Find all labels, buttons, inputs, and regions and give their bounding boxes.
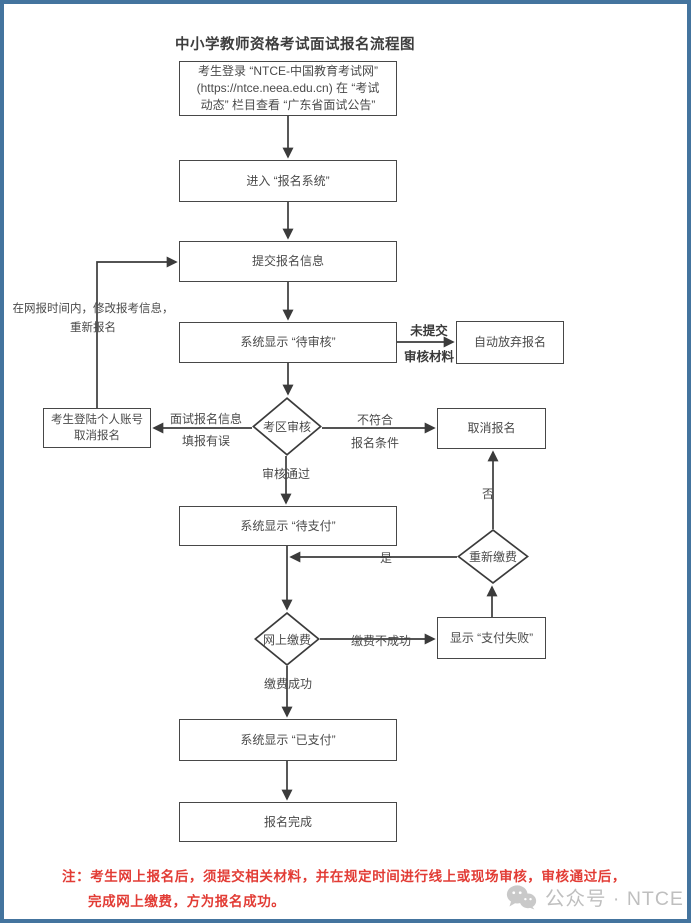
watermark: 公众号 · NTCE: [506, 882, 684, 911]
edge-label-payment-unsuccessful: 缴费不成功: [351, 634, 412, 648]
node-enter-system: 进入 “报名系统”: [179, 160, 397, 202]
node-pending-review: 系统显示 “待审核”: [179, 322, 397, 363]
node-pending-payment: 系统显示 “待支付”: [179, 506, 397, 546]
node-payment-failed: 显示 “支付失败”: [437, 617, 546, 659]
edge-label-not-submitted: 未提交 审核材料: [403, 324, 454, 364]
decision-repay: 重新缴费: [457, 529, 529, 584]
edge-label-yes: 是: [380, 551, 393, 565]
node-paid: 系统显示 “已支付”: [179, 719, 397, 761]
watermark-text: 公众号 · NTCE: [545, 888, 684, 910]
decision-online-payment: 网上缴费: [254, 612, 320, 666]
node-login-notice: 考生登录 “NTCE-中国教育考试网” (https://ntce.neea.e…: [179, 61, 397, 116]
node-login-cancel: 考生登陆个人账号 取消报名: [43, 408, 151, 448]
edge-label-review-pass: 审核通过: [262, 467, 311, 481]
node-registration-complete: 报名完成: [179, 802, 397, 842]
edge-label-info-error: 面试报名信息 填报有误: [169, 412, 242, 448]
flow-connectors: [96, 116, 499, 801]
edge-label-not-qualified: 不符合 报名条件: [350, 413, 399, 450]
node-submit-info: 提交报名信息: [179, 241, 397, 282]
decision-label: 网上缴费: [262, 632, 311, 647]
decision-label: 重新缴费: [468, 550, 517, 564]
decision-label: 考区审核: [262, 420, 311, 434]
diamond-shape: [252, 397, 322, 456]
decision-district-review: 考区审核: [252, 397, 322, 456]
footnote-line-1: 注：考生网上报名后，须提交相关材料，并在规定时间进行线上或现场审核，审核通过后，: [62, 869, 626, 884]
edge-label-payment-success: 缴费成功: [264, 677, 313, 691]
footnote-line-2: 完成网上缴费，方为报名成功。: [88, 894, 286, 909]
node-auto-abandon: 自动放弃报名: [456, 321, 564, 364]
diamond-shape: [254, 612, 320, 666]
page-title: 中小学教师资格考试面试报名流程图: [175, 37, 415, 53]
edge-label-no: 否: [482, 487, 495, 501]
edge-label-modify-reregister: 在网报时间内，修改报考信息， 重新报名: [12, 303, 174, 334]
wechat-icon: [506, 884, 537, 909]
diamond-shape: [457, 529, 529, 584]
node-cancel-registration: 取消报名: [437, 408, 546, 449]
